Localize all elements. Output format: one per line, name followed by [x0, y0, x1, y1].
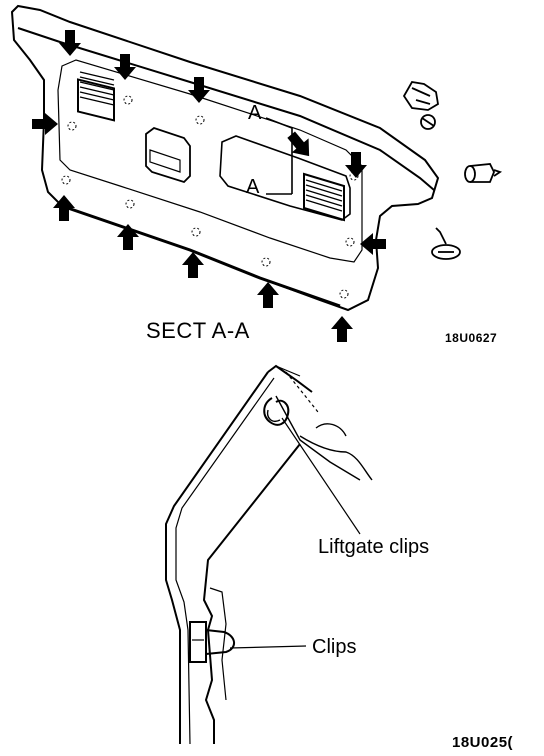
clip-arrows: [32, 30, 386, 342]
arrow-down-icon: [114, 54, 136, 80]
liftgate-clip-part-icon: [402, 81, 439, 130]
section-label: SECT A-A: [146, 318, 250, 343]
arrow-up-icon: [182, 252, 204, 278]
leader-lines: [229, 417, 361, 649]
arrow-diagonal-icon: [287, 131, 310, 157]
arrow-down-icon: [59, 30, 81, 56]
grommet-part-icon: [464, 163, 503, 183]
liftgate-section: [165, 364, 373, 745]
arrow-up-icon: [331, 316, 353, 342]
section-line: [265, 117, 293, 195]
section-marker-top: A: [248, 102, 262, 124]
clips-leader: [229, 645, 307, 649]
arrow-up-icon: [257, 282, 279, 308]
figure-code-upper: 18U0627: [445, 331, 498, 345]
clips-label: Clips: [312, 636, 357, 658]
figure-code-lower: 18U025(: [452, 734, 514, 751]
screw-part-icon: [431, 227, 461, 260]
vent-grille-left-icon: [77, 71, 115, 122]
arrow-left-icon: [360, 233, 386, 255]
clip-locations: [61, 95, 359, 299]
vent-grille-right-icon: [303, 172, 345, 222]
trim-panel: [10, 4, 440, 312]
arrow-up-icon: [117, 224, 139, 250]
arrow-right-icon: [32, 113, 58, 135]
section-marker-bottom: A: [246, 176, 260, 198]
arrow-down-icon: [345, 152, 367, 178]
liftgate-clips-leader: [281, 417, 361, 535]
liftgate-clips-label: Liftgate clips: [318, 536, 430, 558]
